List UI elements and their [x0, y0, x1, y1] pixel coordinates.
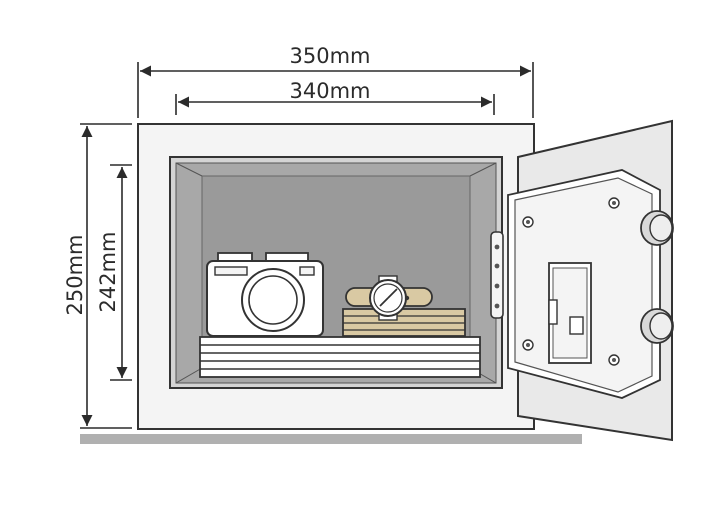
door-knob-icon: [640, 210, 674, 344]
watch-icon: [345, 275, 433, 321]
outer-height-label: 250mm: [63, 235, 87, 316]
floor-bar: [80, 434, 582, 444]
paper-stack: [199, 336, 481, 378]
inner-width-label: 340mm: [290, 79, 371, 103]
camera-icon: [206, 252, 324, 337]
outer-width-label: 350mm: [290, 44, 371, 68]
outer-height-dimension: 250mm: [63, 123, 132, 429]
keypad-icon: [548, 262, 592, 364]
inner-height-label: 242mm: [96, 232, 120, 313]
inner-height-dimension: 242mm: [96, 164, 132, 381]
outer-width-dimension: 350mm: [137, 44, 534, 118]
inner-width-dimension: 340mm: [175, 79, 495, 115]
safe-body: [137, 123, 535, 430]
book-stack: [342, 308, 466, 337]
